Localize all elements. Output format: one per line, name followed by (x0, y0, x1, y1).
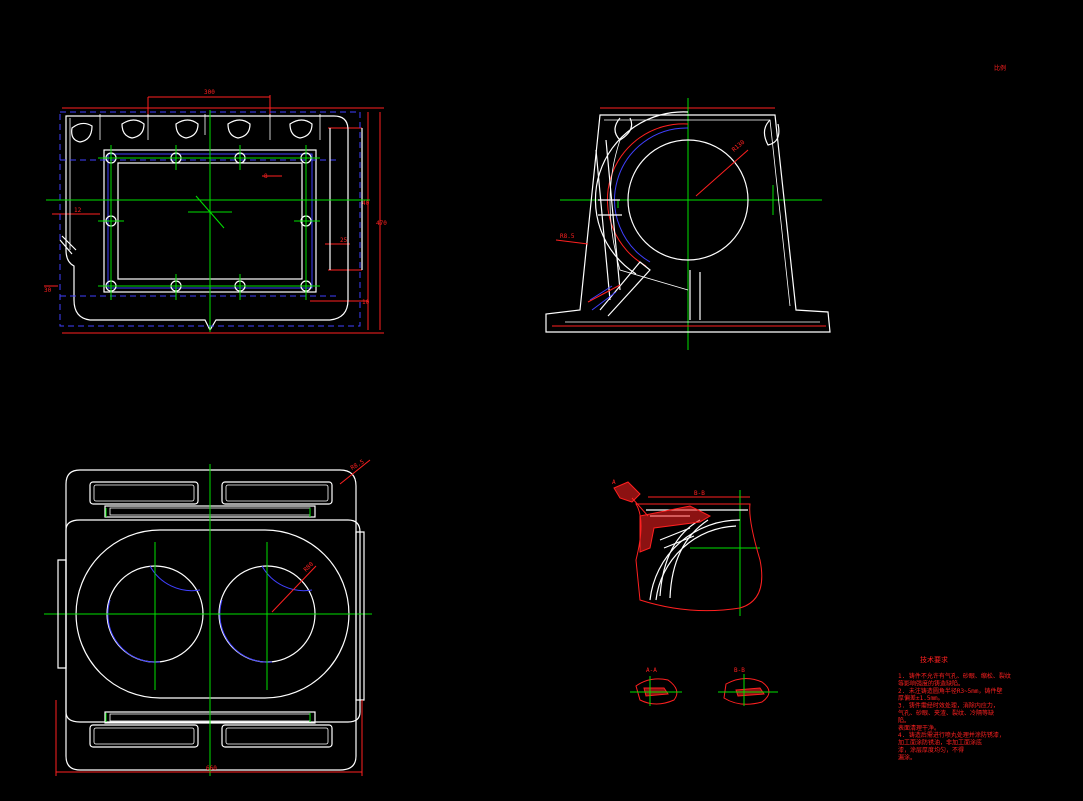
front-view: R130 R8.5 (545, 98, 831, 350)
note-line: 厚偏差±1.5mm。 (898, 694, 944, 702)
detail-view: B-B A (612, 479, 763, 616)
section-b-label: B-B (734, 667, 745, 674)
note-line: 漆，涂层厚度均匀，不得 (898, 746, 964, 754)
note-line: 陷。 (898, 716, 910, 724)
section-a-label: A-A (646, 667, 657, 674)
note-line: 漏涂。 (898, 753, 916, 761)
note-line: 气孔、砂眼、夹渣、裂纹、冷隔等缺 (898, 709, 994, 717)
dim-top-height: 470 (376, 220, 387, 227)
dim-top-bottom: 10 (362, 299, 370, 306)
section-b: B-B (718, 667, 778, 706)
bottom-view: R80 R8.5 660 (44, 458, 372, 776)
detail-label: A (612, 479, 616, 486)
note-line: 4. 铸造后需进行喷丸处理并涂防锈漆， (898, 731, 1005, 739)
note-line: 1. 铸件不允许有气孔、砂眼、缩松、裂纹 (898, 672, 1011, 680)
notes-lines: 1. 铸件不允许有气孔、砂眼、缩松、裂纹 等影响强度的铸造缺陷。2. 未注铸造圆… (898, 672, 1011, 761)
note-line: 2. 未注铸造圆角半径R3~5mm，铸件壁 (898, 687, 1003, 695)
dim-top-small: 8 (264, 173, 268, 180)
note-line: 加工面涂防锈油，非加工面涂底 (898, 739, 982, 747)
section-a: A-A (630, 667, 682, 706)
technical-notes: 技术要求 1. 铸件不允许有气孔、砂眼、缩松、裂纹 等影响强度的铸造缺陷。2. … (898, 655, 1011, 761)
notes-title: 技术要求 (920, 655, 948, 664)
dim-top-width: 300 (204, 89, 215, 96)
dim-front-left: R8.5 (560, 233, 575, 240)
dim-front-radius: R130 (731, 139, 747, 154)
dim-top-right-b: 40 (362, 200, 370, 207)
note-line: 3. 铸件需经时效处理，消除内应力， (898, 702, 999, 710)
top-view: 300 8 12 25 40 470 30 10 (44, 89, 387, 334)
dim-top-left: 12 (74, 207, 82, 214)
dim-bottom-width: 660 (206, 765, 217, 772)
note-line: 表面清理干净。 (898, 724, 940, 732)
corner-scale-label: 比例 (994, 64, 1006, 72)
dim-top-right-a: 25 (340, 237, 348, 244)
dim-top-lower: 30 (44, 287, 52, 294)
dim-bottom-circle: R80 (302, 561, 315, 574)
detail-right-label: B-B (694, 490, 705, 497)
note-line: 等影响强度的铸造缺陷。 (898, 679, 964, 687)
